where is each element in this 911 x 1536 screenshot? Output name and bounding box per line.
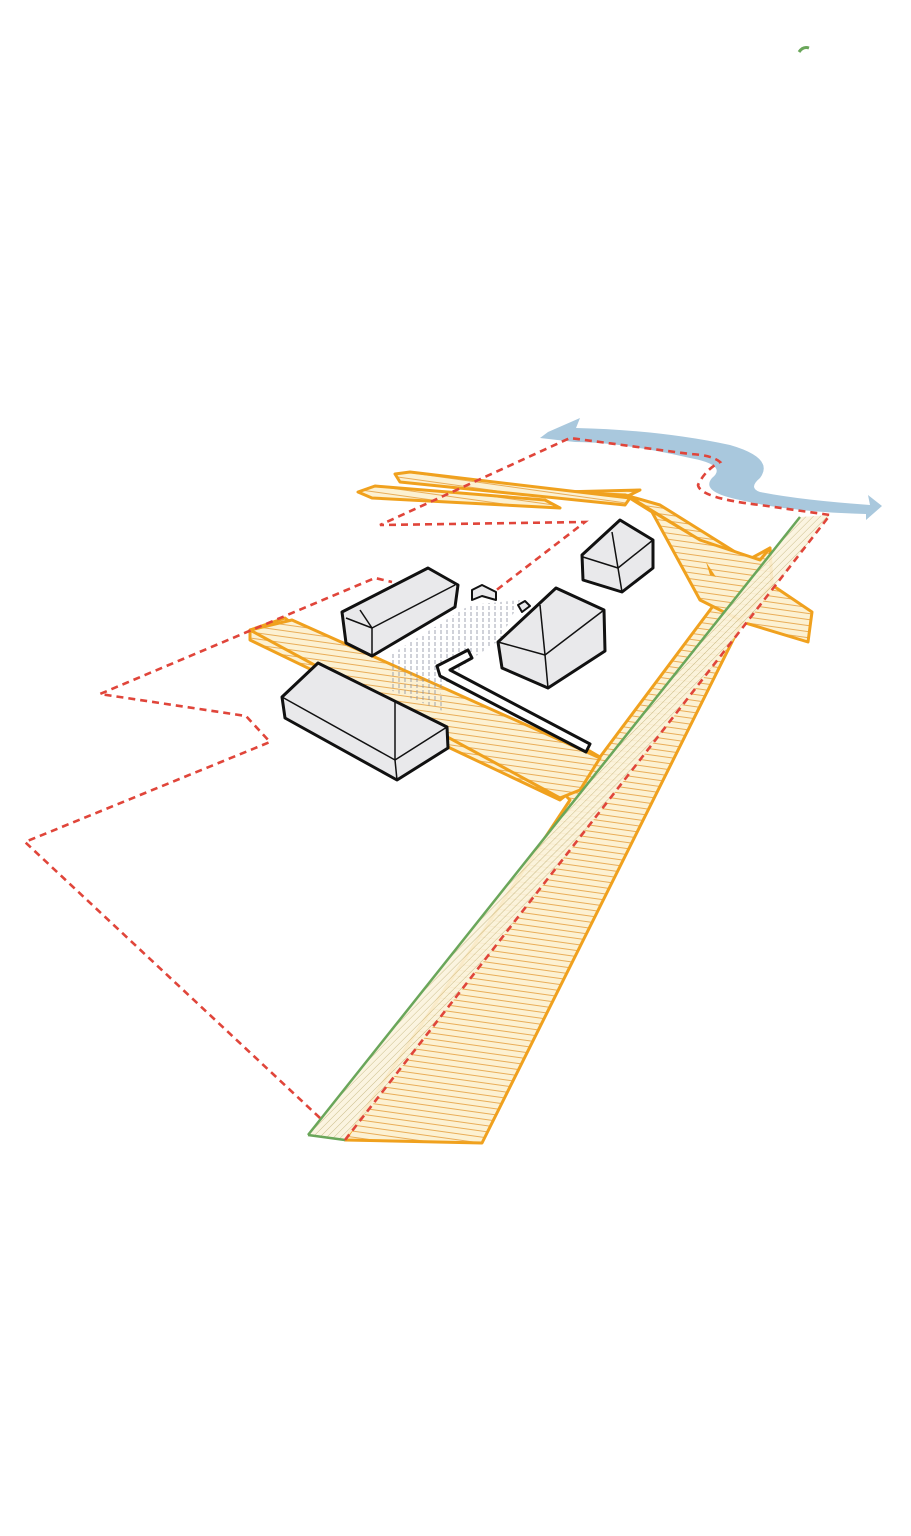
cross-road bbox=[248, 618, 602, 800]
site-boundary bbox=[22, 436, 833, 1141]
building-east bbox=[580, 518, 655, 594]
footpath bbox=[307, 515, 830, 1142]
l-shaped-wall bbox=[435, 648, 592, 754]
upper-spike-2 bbox=[356, 484, 562, 510]
building-center bbox=[496, 586, 607, 690]
buildings bbox=[280, 518, 655, 782]
annex-small-1 bbox=[471, 584, 497, 601]
green-mark bbox=[797, 46, 810, 53]
annex-small-2 bbox=[517, 600, 531, 613]
road-network bbox=[248, 470, 814, 1145]
river bbox=[540, 418, 882, 520]
upper-spike-1 bbox=[393, 470, 632, 507]
building-southwest bbox=[280, 661, 450, 782]
building-northwest bbox=[340, 566, 460, 658]
small-island bbox=[706, 562, 716, 577]
